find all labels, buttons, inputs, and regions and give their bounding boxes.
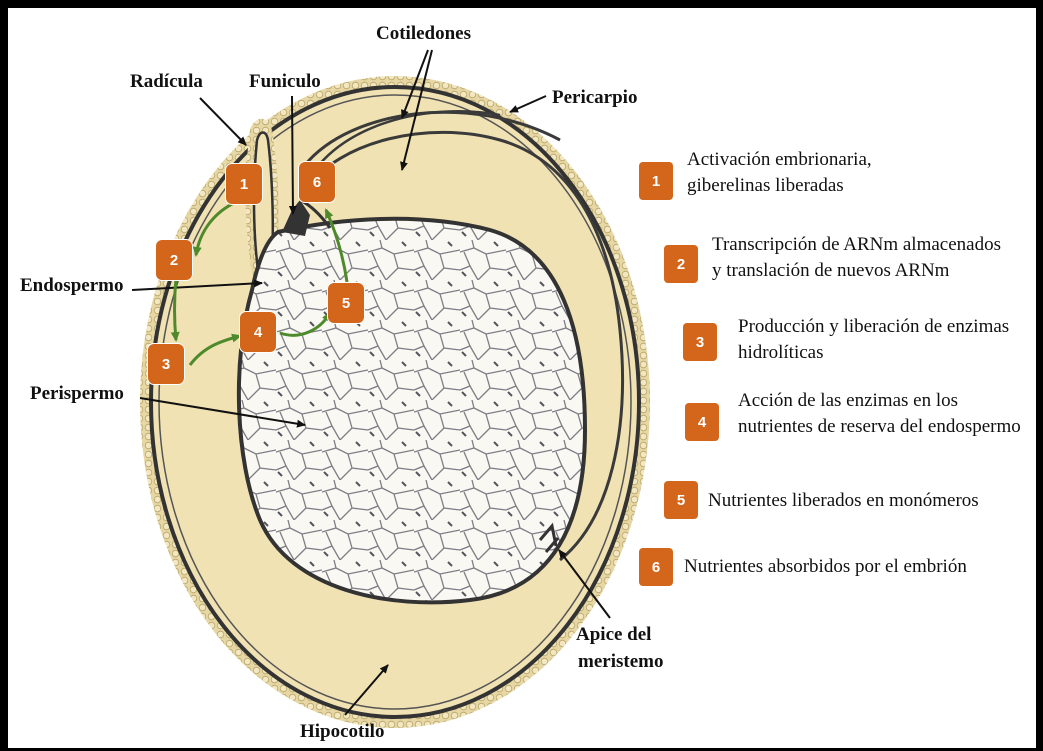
- radicula-arrow: [200, 98, 246, 145]
- legend-badge-3: 3: [683, 323, 717, 361]
- legend-badge-1: 1: [639, 162, 673, 200]
- label-hipocotilo: Hipocotilo: [300, 722, 384, 743]
- step-arrow-2-3: [175, 278, 177, 340]
- label-pericarpio: Pericarpio: [552, 88, 637, 109]
- step-badge-5: 5: [328, 283, 364, 323]
- label-apice-line1: Apice del: [576, 625, 651, 646]
- legend-text-4-line1: Acción de las enzimas en los: [738, 388, 1021, 414]
- legend-text-3-line1: Producción y liberación de enzimas: [738, 314, 1009, 340]
- legend-text-3-line2: hidrolíticas: [738, 340, 1009, 366]
- legend-text-6: Nutrientes absorbidos por el embrión: [684, 554, 967, 580]
- legend-badge-6: 6: [639, 548, 673, 586]
- legend-text-2-line1: Transcripción de ARNm almacenados: [712, 232, 1001, 258]
- label-funiculo: Funiculo: [249, 72, 321, 93]
- label-radicula: Radícula: [130, 72, 203, 93]
- legend-text-1-line2: giberelinas liberadas: [687, 173, 872, 199]
- legend-text-1-line1: Activación embrionaria,: [687, 147, 872, 173]
- step-badge-3: 3: [148, 344, 184, 384]
- legend-badge-2: 2: [664, 245, 698, 283]
- legend-badge-4: 4: [685, 403, 719, 441]
- label-perispermo: Perispermo: [30, 384, 124, 405]
- step-badge-1: 1: [226, 164, 262, 204]
- pericarpio-arrow: [510, 96, 546, 112]
- label-apice-line2: meristemo: [578, 652, 663, 673]
- legend-text-2: Transcripción de ARNm almacenados y tran…: [712, 232, 1001, 283]
- legend-text-1: Activación embrionaria, giberelinas libe…: [687, 147, 872, 198]
- label-endospermo: Endospermo: [20, 276, 123, 297]
- legend-text-6-line1: Nutrientes absorbidos por el embrión: [684, 554, 967, 580]
- legend-text-4: Acción de las enzimas en los nutrientes …: [738, 388, 1021, 439]
- legend-text-3: Producción y liberación de enzimas hidro…: [738, 314, 1009, 365]
- step-badge-4: 4: [240, 312, 276, 352]
- funiculo-arrow: [292, 96, 293, 214]
- step-badge-6: 6: [299, 162, 335, 202]
- step-badge-2: 2: [156, 240, 192, 280]
- perisperm: [239, 219, 585, 603]
- legend-text-5: Nutrientes liberados en monómeros: [708, 488, 979, 514]
- legend-text-4-line2: nutrientes de reserva del endospermo: [738, 414, 1021, 440]
- legend-text-2-line2: y translación de nuevos ARNm: [712, 258, 1001, 284]
- legend-text-5-line1: Nutrientes liberados en monómeros: [708, 488, 979, 514]
- label-cotiledones: Cotiledones: [376, 24, 471, 45]
- legend-badge-5: 5: [664, 481, 698, 519]
